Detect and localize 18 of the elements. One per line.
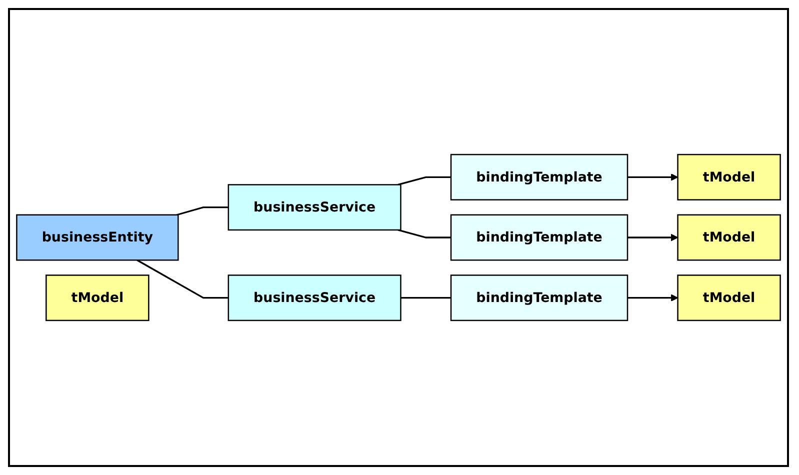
connector xyxy=(398,229,451,238)
arrow xyxy=(628,294,678,302)
node-box: businessService xyxy=(228,184,402,231)
connector xyxy=(136,259,228,299)
node-box: bindingTemplate xyxy=(450,214,628,261)
arrow xyxy=(628,234,678,242)
connector xyxy=(176,206,228,216)
arrow xyxy=(628,173,678,181)
node-box: tModel xyxy=(677,154,781,200)
node-box: tModel xyxy=(677,274,781,322)
node-box: businessEntity xyxy=(16,214,179,261)
node-box: businessService xyxy=(228,274,402,322)
connector xyxy=(398,176,451,186)
node-box: tModel xyxy=(677,214,781,261)
node-box: bindingTemplate xyxy=(450,154,628,200)
connector xyxy=(400,296,451,299)
node-box: tModel xyxy=(46,274,150,322)
node-box: bindingTemplate xyxy=(450,274,628,322)
